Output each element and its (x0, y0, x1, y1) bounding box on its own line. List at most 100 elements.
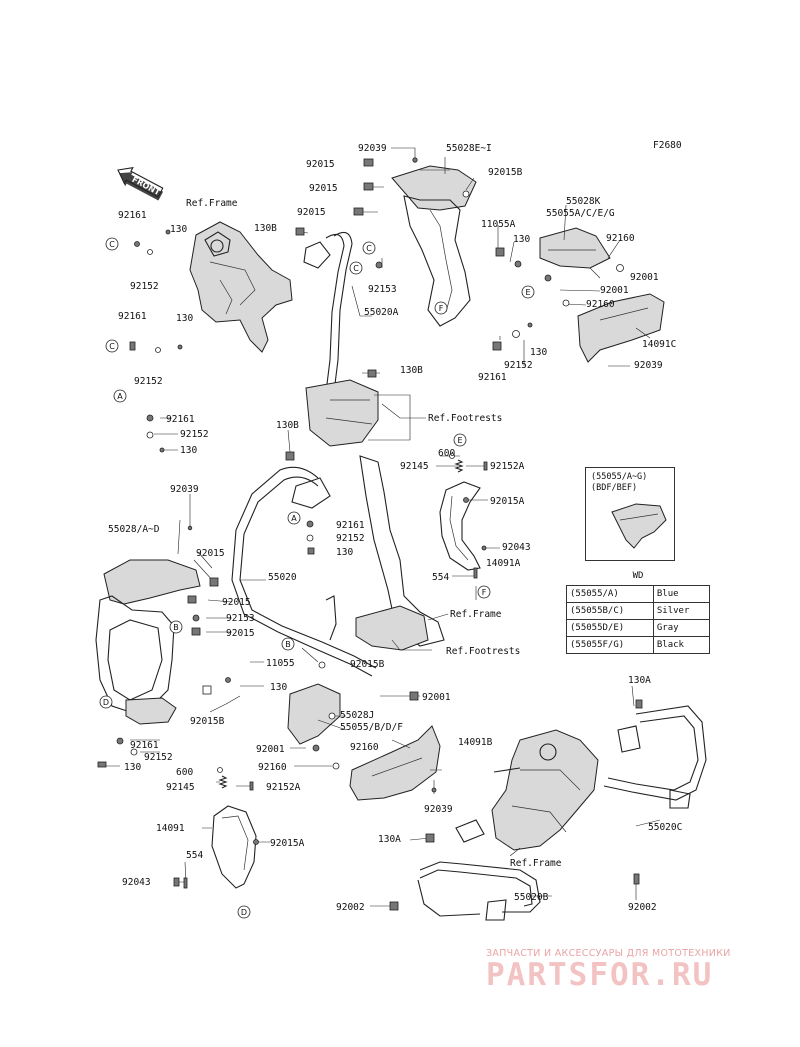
leader-lines (106, 147, 661, 907)
callout-130: 130 (176, 313, 193, 324)
callout-92039: 92039 (170, 484, 199, 495)
lower-cowl-55028j (287, 683, 341, 745)
callout-92160: 92160 (258, 762, 287, 773)
footrest-bracket-mid (355, 455, 445, 651)
callout-92015: 92015 (306, 159, 335, 170)
engine-guard-55020 (231, 466, 377, 677)
table-row: (55055F/G) Black (566, 636, 711, 654)
table-cell-part: (55055/A) (566, 585, 654, 603)
table-cell-color: Silver (652, 602, 711, 620)
callout-ref-footrests: Ref.Footrests (428, 413, 502, 424)
callout-55020: 55020 (268, 572, 297, 583)
callout-92152: 92152 (504, 360, 533, 371)
callout-92001: 92001 (600, 285, 629, 296)
marker-b: B (173, 623, 179, 632)
callout-130b: 130B (400, 365, 423, 376)
marker-d: D (103, 698, 109, 707)
watermark-subtitle: ЗАПЧАСТИ И АКСЕССУАРЫ ДЛЯ МОТОТЕХНИКИ (486, 948, 731, 959)
callout-92002: 92002 (628, 902, 657, 913)
table-cell-part: (55055D/E) (566, 619, 654, 637)
callout-92145: 92145 (166, 782, 195, 793)
lower-cowl-55028 (95, 559, 201, 725)
callout-92015: 92015 (226, 628, 255, 639)
upper-cowl-55028e: F (391, 165, 477, 327)
callout-130b: 130B (254, 223, 277, 234)
site-watermark: ЗАПЧАСТИ И АКСЕССУАРЫ ДЛЯ МОТОТЕХНИКИ PA… (486, 948, 786, 993)
callout-92152: 92152 (336, 533, 365, 544)
callout-55028k: 55028K (566, 196, 601, 207)
callout-55055bdf: 55055/B/D/F (340, 722, 403, 733)
callout-92039: 92039 (634, 360, 663, 371)
engine-guard-55020c (603, 705, 707, 809)
callout-55020a: 55020A (364, 307, 399, 318)
callout-14091b: 14091B (458, 737, 493, 748)
frame-right (491, 729, 599, 851)
callout-92001: 92001 (630, 272, 659, 283)
callout-554: 554 (186, 850, 203, 861)
callout-92039: 92039 (358, 143, 387, 154)
marker-c: C (366, 244, 372, 253)
callout-92161: 92161 (118, 311, 147, 322)
callout-ref-frame: Ref.Frame (510, 858, 562, 869)
color-table-title: WD (632, 571, 644, 581)
panel-14091b (349, 725, 441, 801)
callout-92153: 92153 (368, 284, 397, 295)
marker-a: A (291, 514, 297, 523)
callout-92015b: 92015B (350, 659, 385, 670)
marker-d: D (241, 908, 247, 917)
callout-92161: 92161 (478, 372, 507, 383)
callout-92161: 92161 (336, 520, 365, 531)
callout-92015a: 92015A (490, 496, 525, 507)
table-cell-color: Blue (652, 585, 711, 603)
table-cell-part: (55055B/C) (566, 602, 654, 620)
table-cell-color: Gray (652, 619, 711, 637)
guard-14091 (211, 805, 257, 889)
variant-parts-label: (55055/A~G) (591, 472, 648, 482)
callout-ref-footrests: Ref.Footrests (446, 646, 520, 657)
callout-92001: 92001 (422, 692, 451, 703)
callout-92015: 92015 (297, 207, 326, 218)
callout-92015: 92015 (196, 548, 225, 559)
watermark-brand: PARTSFOR.RU (486, 957, 714, 993)
callout-92152: 92152 (130, 281, 159, 292)
callout-ref-frame: Ref.Frame (186, 198, 238, 209)
callout-14091c: 14091C (642, 339, 676, 350)
marker-f: F (482, 588, 487, 597)
table-row: (55055D/E) Gray (566, 619, 711, 637)
marker-c: C (353, 264, 359, 273)
callout-92039: 92039 (424, 804, 453, 815)
frame-head-upper-left (189, 221, 293, 353)
callout-92015b: 92015B (190, 716, 225, 727)
callout-600: 600 (438, 448, 455, 459)
callout-92015: 92015 (222, 597, 251, 608)
circle-markers: C C C C E F A A E F B B D D (99, 237, 535, 919)
callout-92153: 92153 (226, 613, 255, 624)
callout-55020b: 55020B (514, 892, 549, 903)
callout-55028ad: 55028/A~D (108, 524, 160, 535)
callout-130: 130 (336, 547, 353, 558)
table-cell-part: (55055F/G) (566, 636, 654, 654)
callout-92043: 92043 (502, 542, 531, 553)
callout-130: 130 (124, 762, 141, 773)
diagram-reference-code: F2680 (653, 140, 682, 151)
callout-130: 130 (170, 224, 187, 235)
marker-c: C (109, 240, 115, 249)
side-panel-55028k (539, 227, 611, 269)
callout-554: 554 (432, 572, 449, 583)
marker-b: B (285, 640, 291, 649)
part-labels: 92039 55028E~I 92015 92015 92015 92015B … (108, 143, 682, 913)
callout-11055: 11055 (266, 658, 295, 669)
table-row: (55055B/C) Silver (566, 602, 711, 620)
callout-92001: 92001 (256, 744, 285, 755)
callout-14091: 14091 (156, 823, 185, 834)
callout-130b: 130B (276, 420, 299, 431)
callout-130a: 130A (378, 834, 401, 845)
callout-600: 600 (176, 767, 193, 778)
callout-130: 130 (180, 445, 197, 456)
table-row: (55055/A) Blue (566, 585, 711, 603)
variant-model-label: (BDF/BEF) (591, 483, 638, 493)
callout-92152: 92152 (134, 376, 163, 387)
marker-a: A (117, 392, 123, 401)
callout-130a: 130A (628, 675, 651, 686)
